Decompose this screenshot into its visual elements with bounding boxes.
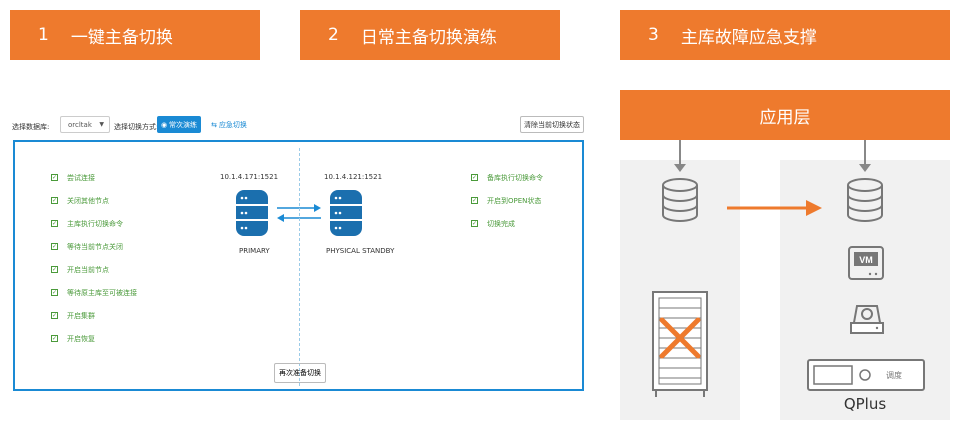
- tab-emergency[interactable]: ⇆ 应急切换: [206, 116, 252, 133]
- standby-ip: 10.1.4.121:1521: [324, 173, 383, 181]
- down-arrow-icon: [859, 140, 871, 172]
- failover-diagram: VM 调度: [652, 140, 925, 397]
- list-item: ✓开启恢复: [51, 334, 95, 343]
- list-item: ✓备库执行切换命令: [471, 173, 543, 182]
- qplus-label: QPlus: [843, 395, 887, 413]
- qplus-tag: 调度: [886, 370, 902, 380]
- chevron-down-icon: ▼: [99, 121, 104, 128]
- list-item: ✓等待原主库至可被连接: [51, 288, 137, 297]
- list-item: ✓等待当前节点关闭: [51, 242, 123, 251]
- checkbox-icon: ✓: [51, 335, 58, 342]
- database-select-value: orcltak: [68, 121, 92, 129]
- switchover-panel: ✓尝试连接 ✓关闭其他节点 ✓主库执行切换命令 ✓等待当前节点关闭 ✓开启当前节…: [13, 140, 584, 391]
- banner-title: 日常主备切换演练: [360, 27, 497, 48]
- switch-icon: ⇆: [211, 120, 217, 129]
- database-label: 选择数据库:: [12, 123, 50, 131]
- banner-number: 3: [648, 25, 659, 45]
- clear-status-button[interactable]: 清除当前切换状态: [520, 116, 584, 133]
- sync-arrows-icon: [277, 204, 321, 222]
- checkbox-icon: ✓: [51, 312, 58, 319]
- disk-icon: [850, 305, 884, 334]
- switchover-toolbar: 选择数据库: orcltak ▼ 选择切换方式: ◉ 常次演练 ⇆ 应急切换 清…: [12, 116, 584, 136]
- play-icon: ◉: [160, 120, 168, 129]
- checkbox-icon: ✓: [51, 243, 58, 250]
- primary-ip: 10.1.4.171:1521: [220, 173, 279, 181]
- banner-number: 1: [38, 25, 49, 45]
- list-item: ✓关闭其他节点: [51, 196, 109, 205]
- checkbox-icon: ✓: [51, 174, 58, 181]
- mode-label: 选择切换方式:: [114, 123, 159, 131]
- database-pair: [236, 190, 362, 236]
- checkbox-icon: ✓: [51, 266, 58, 273]
- checkbox-icon: ✓: [51, 220, 58, 227]
- database-select[interactable]: orcltak ▼: [60, 116, 110, 133]
- tab-emergency-label: 应急切换: [218, 120, 247, 129]
- banner-title: 主库故障应急支撑: [680, 27, 817, 48]
- banner-daily-drill: 2 日常主备切换演练: [300, 10, 560, 60]
- tab-drill[interactable]: ◉ 常次演练: [157, 116, 201, 133]
- checkbox-icon: ✓: [471, 174, 478, 181]
- standby-database-icon: [330, 190, 362, 236]
- standby-label: PHYSICAL STANDBY: [326, 247, 395, 255]
- tab-drill-label: 常次演练: [169, 120, 198, 129]
- primary-database-icon: [236, 190, 268, 236]
- list-item: ✓尝试连接: [51, 173, 95, 182]
- list-item: ✓开启集群: [51, 311, 95, 320]
- vm-label: VM: [859, 255, 873, 265]
- database-icon: [662, 178, 698, 222]
- server-rack-icon: [652, 291, 708, 397]
- checkbox-icon: ✓: [51, 197, 58, 204]
- database-icon: [847, 178, 883, 222]
- checkbox-icon: ✓: [51, 289, 58, 296]
- list-item: ✓开启到OPEN状态: [471, 196, 542, 205]
- vm-icon: VM: [848, 246, 884, 280]
- banner-emergency-support: 3 主库故障应急支撑: [620, 10, 950, 60]
- prepare-again-button[interactable]: 再次准备切换: [274, 363, 326, 383]
- list-item: ✓切换完成: [471, 219, 515, 228]
- banner-title: 一键主备切换: [70, 27, 173, 48]
- failover-arrow-icon: [727, 200, 822, 216]
- application-layer: 应用层: [620, 90, 950, 140]
- qplus-appliance-icon: 调度: [807, 359, 925, 391]
- primary-label: PRIMARY: [239, 247, 270, 255]
- banner-one-click-switchover: 1 一键主备切换: [10, 10, 260, 60]
- divider: [299, 148, 300, 386]
- checkbox-icon: ✓: [471, 220, 478, 227]
- banner-number: 2: [328, 25, 339, 45]
- down-arrow-icon: [674, 140, 686, 172]
- list-item: ✓主库执行切换命令: [51, 219, 123, 228]
- list-item: ✓开启当前节点: [51, 265, 109, 274]
- right-step-list: ✓备库执行切换命令 ✓开启到OPEN状态 ✓切换完成: [471, 166, 543, 235]
- failure-x-icon: [659, 317, 701, 359]
- checkbox-icon: ✓: [471, 197, 478, 204]
- left-step-list: ✓尝试连接 ✓关闭其他节点 ✓主库执行切换命令 ✓等待当前节点关闭 ✓开启当前节…: [51, 166, 137, 350]
